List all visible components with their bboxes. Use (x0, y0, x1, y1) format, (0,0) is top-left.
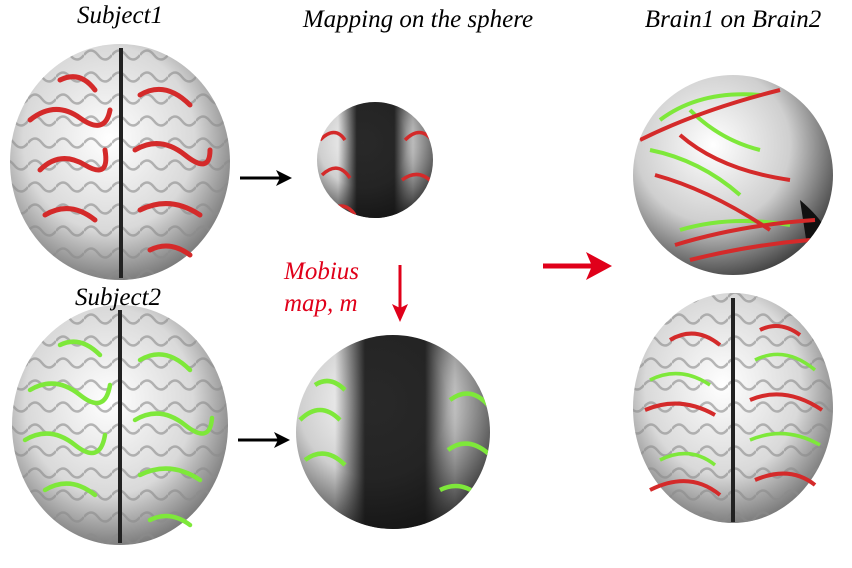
mapping-title: Mapping on the sphere (302, 6, 534, 33)
overlay-sphere (633, 75, 833, 275)
overlay-brain (633, 293, 833, 523)
mobius-label: Mobius map, m (284, 256, 359, 320)
mobius-line1: Mobius (284, 258, 359, 285)
mobius-down-arrow (392, 265, 408, 322)
subject1-sphere (317, 102, 433, 218)
result-title: Brain1 on Brain2 (644, 6, 822, 33)
subject2-title: Subject2 (74, 284, 162, 311)
arrow-subject1-to-sphere (240, 170, 292, 186)
result-arrow (543, 252, 612, 280)
subject2-brain (12, 305, 228, 545)
subject2-sphere (296, 335, 490, 529)
subject1-title: Subject1 (76, 2, 164, 29)
arrow-subject2-to-sphere (238, 432, 290, 448)
subject1-brain (10, 44, 230, 280)
mobius-line2: map, m (284, 290, 358, 317)
